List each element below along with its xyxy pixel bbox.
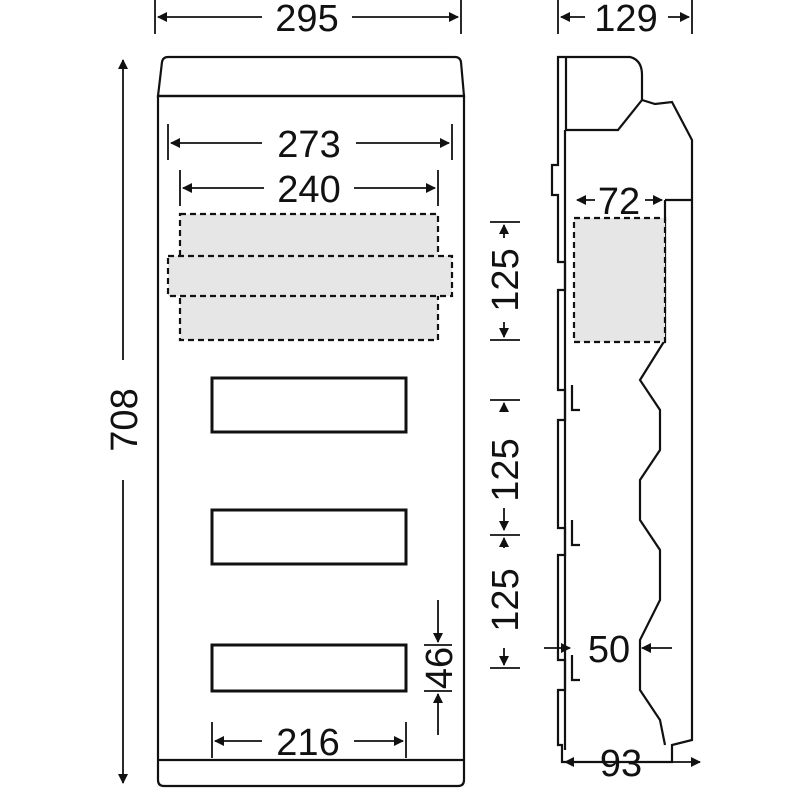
side-clip-2 <box>570 520 580 547</box>
front-lid <box>156 55 466 98</box>
front-body <box>156 94 466 788</box>
row-pitch-1-label: 125 <box>485 248 527 311</box>
overall-width-label: 295 <box>275 0 338 40</box>
side-back-profile <box>638 200 667 746</box>
row-pitch-2-label: 125 <box>485 438 527 501</box>
depth-label: 129 <box>594 0 657 40</box>
side-clip-3 <box>570 655 580 682</box>
dim-height: 708 <box>104 59 146 784</box>
dim-inner-width: 273 <box>167 124 453 166</box>
base-depth-label: 93 <box>600 743 642 785</box>
din-rail <box>166 254 454 298</box>
module-depth-label: 72 <box>598 181 640 223</box>
dim-base-depth: 93 <box>564 743 701 785</box>
module-area-bottom <box>178 290 440 342</box>
side-module-area <box>572 216 667 344</box>
dim-window-width: 216 <box>211 722 407 764</box>
mounting-width-label: 240 <box>277 169 340 211</box>
dim-rail-offset: 50 <box>544 629 672 671</box>
height-label: 708 <box>104 388 146 451</box>
window-row-3 <box>210 508 408 566</box>
inner-width-label: 273 <box>277 124 340 166</box>
dim-depth: 129 <box>557 0 693 40</box>
window-row-4 <box>210 643 408 693</box>
front-view <box>156 55 466 788</box>
window-width-label: 216 <box>276 722 339 764</box>
rail-offset-label: 50 <box>588 629 630 671</box>
dim-overall-width: 295 <box>154 0 462 40</box>
window-height-label: 46 <box>419 647 461 689</box>
side-lid-inner <box>564 57 643 132</box>
dim-mounting-width: 240 <box>179 169 439 211</box>
window-row-2 <box>210 376 408 434</box>
side-view <box>550 55 694 764</box>
module-area-top <box>178 212 440 264</box>
dim-row-pitch: 125 125 125 <box>485 221 527 669</box>
dim-window-height: 46 <box>419 600 461 735</box>
row-pitch-3-label: 125 <box>485 568 527 631</box>
side-clip-1 <box>570 385 580 412</box>
dim-module-depth: 72 <box>576 181 663 223</box>
